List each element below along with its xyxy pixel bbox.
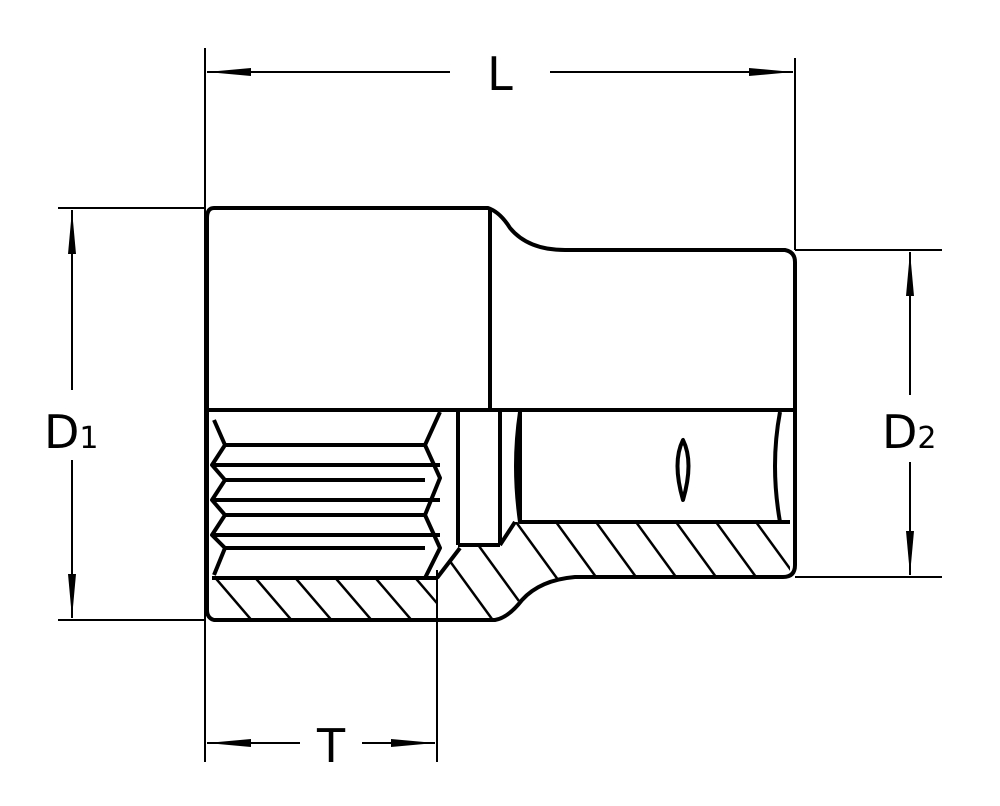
dimension-D1: D1: [44, 210, 99, 618]
label-D1: D1: [44, 405, 99, 459]
extension-lines: [58, 48, 942, 762]
section-hatching-right: [440, 522, 790, 618]
section-hatching-left: [213, 578, 436, 618]
dimension-L: L: [207, 47, 793, 101]
label-D2: D2: [882, 405, 937, 459]
label-T: T: [316, 719, 346, 773]
dimension-D2: D2: [882, 252, 937, 575]
label-L: L: [487, 47, 513, 101]
socket-body: [205, 206, 797, 622]
dimension-T: T: [207, 719, 435, 773]
